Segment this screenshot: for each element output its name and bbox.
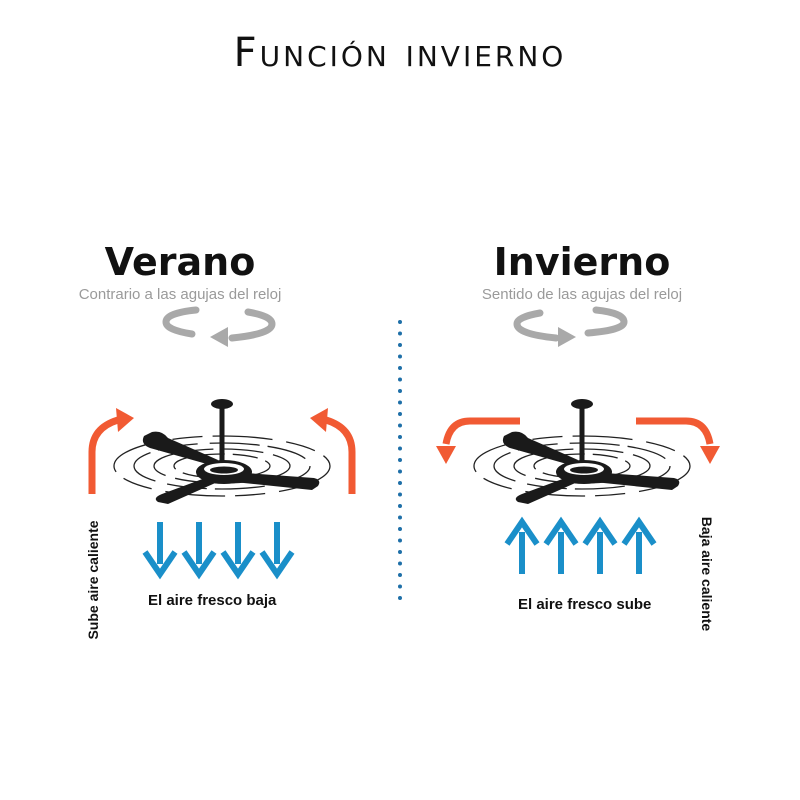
summer-panel: Verano Contrario a las agujas del reloj — [0, 230, 400, 690]
cool-air-down-arrows — [145, 522, 292, 574]
arrow-up-icon — [624, 522, 654, 574]
winter-rotation-text: Sentido de las agujas del reloj — [481, 286, 683, 303]
arrow-up-icon — [507, 522, 537, 574]
summer-hot-air-arrow-left-icon — [88, 408, 134, 494]
arrow-down-icon — [223, 522, 253, 574]
summer-side-label: Sube aire caliente — [85, 520, 101, 640]
arrow-down-icon — [145, 522, 175, 574]
summer-hot-air-arrow-right-icon — [310, 408, 356, 494]
winter-panel: Invierno Sentido de las agujas del reloj — [400, 230, 800, 690]
winter-heading: Invierno — [493, 240, 671, 284]
clockwise-rotation-icon — [513, 306, 628, 347]
page-title: Función invierno — [233, 30, 567, 76]
winter-hot-air-arrow-right-icon — [636, 417, 720, 464]
winter-air-caption: El aire fresco sube — [518, 596, 652, 613]
summer-ceiling-fan-icon — [113, 398, 331, 505]
cool-air-up-arrows — [507, 522, 654, 574]
arrow-down-icon — [184, 522, 214, 574]
counterclockwise-rotation-icon — [162, 306, 276, 347]
winter-side-label: Baja aire caliente — [699, 516, 715, 632]
winter-ceiling-fan-icon — [473, 398, 691, 505]
summer-air-caption: El aire fresco baja — [148, 592, 277, 609]
winter-hot-air-arrow-left-icon — [436, 417, 520, 464]
arrow-up-icon — [546, 522, 576, 574]
summer-heading: Verano — [104, 240, 256, 284]
arrow-down-icon — [262, 522, 292, 574]
arrow-up-icon — [585, 522, 615, 574]
summer-rotation-text: Contrario a las agujas del reloj — [78, 286, 282, 303]
